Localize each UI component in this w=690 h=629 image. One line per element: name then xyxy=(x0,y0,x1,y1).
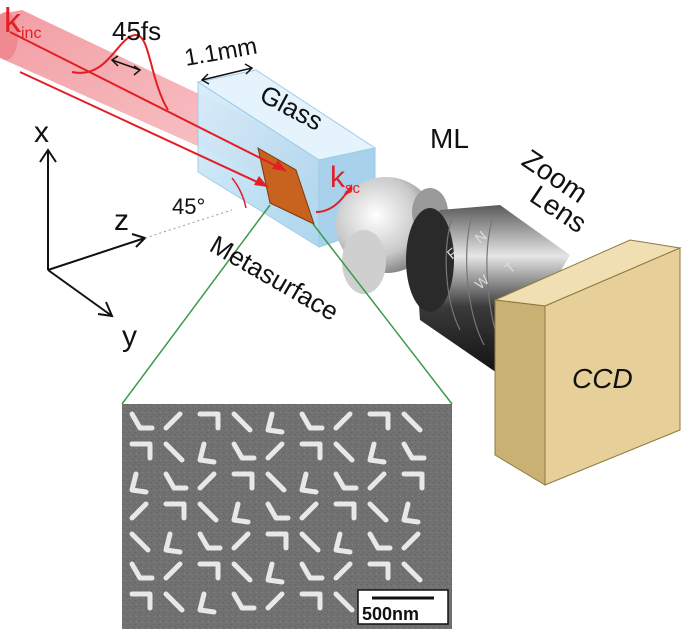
sem-particle xyxy=(367,471,387,491)
sem-particle xyxy=(129,411,155,431)
sem-particle xyxy=(231,591,257,611)
sem-particle xyxy=(231,471,255,491)
sem-particle xyxy=(367,441,387,465)
inset-connector xyxy=(121,204,453,405)
sem-particle xyxy=(163,471,189,491)
sem-particle xyxy=(231,561,253,583)
sem-particle xyxy=(401,561,423,583)
sem-particle xyxy=(367,501,389,523)
k-sc-label: ksc xyxy=(330,161,361,197)
sem-particle xyxy=(163,501,187,521)
sem-particle xyxy=(129,471,149,495)
angle-arc xyxy=(231,177,247,209)
scalebar-label: 500nm xyxy=(362,604,419,624)
sem-inset xyxy=(122,404,452,629)
angle-label: 45° xyxy=(172,194,205,219)
sem-particle xyxy=(333,531,353,555)
sem-particle xyxy=(401,441,427,461)
sem-particle xyxy=(333,471,359,491)
sem-particle xyxy=(333,561,353,581)
sem-particle xyxy=(367,531,393,551)
sem-particle xyxy=(197,441,217,465)
sem-particle xyxy=(197,591,217,615)
sem-particle xyxy=(197,531,223,551)
axis-y-label: y xyxy=(122,320,137,353)
sem-particle xyxy=(299,411,325,431)
sem-particle xyxy=(231,441,257,461)
ray-arrowhead xyxy=(272,160,286,171)
sem-particle xyxy=(129,501,149,521)
beam-origin xyxy=(0,12,18,60)
sem-particle xyxy=(231,411,253,433)
pulse-shape xyxy=(71,33,169,111)
sem-particle xyxy=(333,501,357,521)
sem-particle xyxy=(197,411,221,431)
sem-particle xyxy=(401,471,425,491)
incident-rays xyxy=(9,31,287,188)
sem-particle xyxy=(333,591,355,613)
sem-particle xyxy=(299,501,319,521)
sem-particle xyxy=(333,411,353,431)
sem-particle xyxy=(163,411,183,431)
sem-particle xyxy=(299,561,325,581)
sem-particle xyxy=(197,471,217,491)
sem-particle xyxy=(129,441,153,461)
sem-particle xyxy=(299,441,323,461)
ml-label: ML xyxy=(430,123,469,154)
axis-x-label: x xyxy=(34,116,49,149)
sem-particle xyxy=(129,591,153,611)
sem-particle xyxy=(231,501,251,525)
sem-particle xyxy=(367,411,391,431)
sem-particle xyxy=(299,591,323,611)
scalebar-box xyxy=(357,589,449,625)
sem-particle xyxy=(129,531,151,553)
sem-particle xyxy=(163,591,185,613)
sem-particle xyxy=(163,531,183,555)
sem-particle xyxy=(265,531,289,551)
ccd-label: CCD xyxy=(572,363,633,394)
sem-particle xyxy=(367,561,391,581)
sem-particle xyxy=(265,561,285,585)
sem-particle xyxy=(197,561,221,581)
sem-particle xyxy=(333,441,355,463)
sem-particle xyxy=(197,501,219,523)
ray-arrowhead-2 xyxy=(254,176,268,187)
sem-particle xyxy=(401,411,423,433)
sem-particles xyxy=(129,411,427,615)
k-inc-label: kinc xyxy=(4,2,41,42)
sem-particle xyxy=(401,531,421,551)
sem-particle xyxy=(265,471,287,493)
sem-particle xyxy=(299,531,321,553)
sem-particle xyxy=(265,591,285,611)
pulse-width-arrow xyxy=(110,55,142,76)
sem-particle xyxy=(163,441,185,463)
sem-particle xyxy=(265,441,285,461)
sem-particle xyxy=(401,501,421,525)
axis-z-label: z xyxy=(114,204,129,237)
pulse-duration-label: 45fs xyxy=(112,16,161,46)
ccd-camera xyxy=(493,239,682,486)
sem-particle xyxy=(265,411,285,435)
sem-particle xyxy=(231,531,251,551)
sem-particle xyxy=(299,471,319,495)
sem-particle xyxy=(163,561,183,581)
sem-particle xyxy=(129,561,155,581)
thickness-arrow xyxy=(200,63,254,85)
coordinate-axes xyxy=(39,148,147,318)
z-axis-dotted xyxy=(144,209,233,239)
sem-particle xyxy=(265,501,291,521)
